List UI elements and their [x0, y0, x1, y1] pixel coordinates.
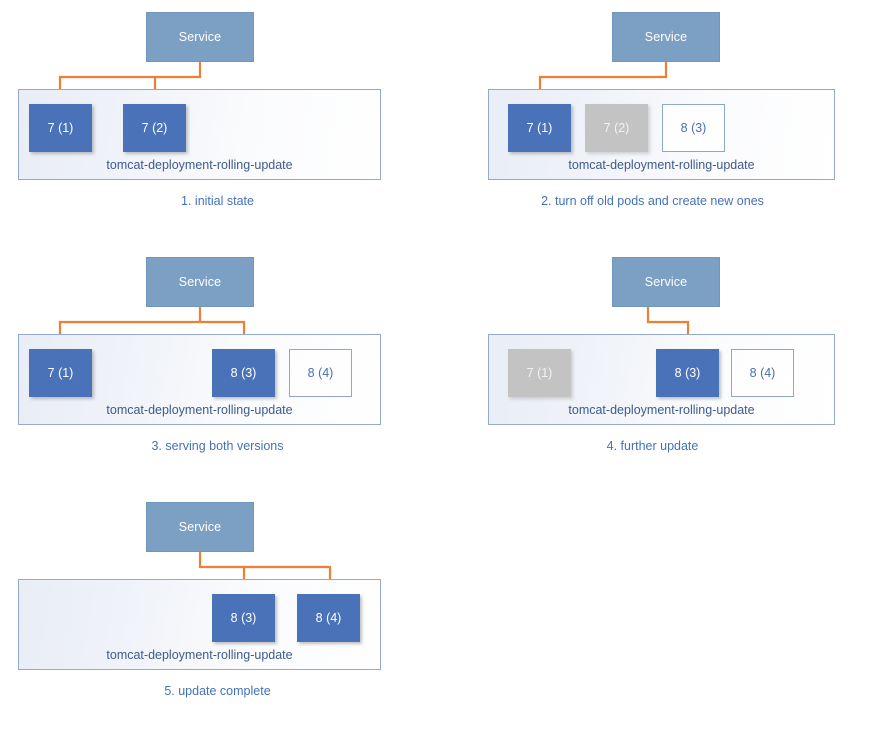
pod-7-2[interactable]: 7 (2): [585, 104, 648, 152]
pod-label: 8 (4): [307, 365, 334, 380]
panel-caption: 5. update complete: [164, 684, 271, 698]
pod-label: 8 (4): [315, 610, 342, 625]
service-label: Service: [178, 29, 222, 44]
pod-label: 7 (1): [526, 365, 553, 380]
panel-further-update: Service tomcat-deployment-rolling-update…: [435, 245, 870, 485]
pod-7-1[interactable]: 7 (1): [29, 349, 92, 397]
panel-serving-both-versions: Service tomcat-deployment-rolling-update…: [0, 245, 435, 485]
pod-8-4[interactable]: 8 (4): [731, 349, 794, 397]
service-label: Service: [644, 274, 688, 289]
pod-8-3[interactable]: 8 (3): [212, 594, 275, 642]
pod-label: 7 (1): [526, 120, 553, 135]
service-label: Service: [178, 519, 222, 534]
deployment-label: tomcat-deployment-rolling-update: [106, 158, 293, 172]
deployment-label: tomcat-deployment-rolling-update: [568, 403, 755, 417]
panel-caption: 4. further update: [606, 439, 699, 453]
pod-label: 7 (1): [47, 365, 74, 380]
pod-label: 8 (3): [230, 365, 257, 380]
service-box[interactable]: Service: [612, 12, 720, 62]
pod-7-1[interactable]: 7 (1): [508, 104, 571, 152]
pod-8-3[interactable]: 8 (3): [212, 349, 275, 397]
deployment-label: tomcat-deployment-rolling-update: [106, 648, 293, 662]
pod-7-1[interactable]: 7 (1): [29, 104, 92, 152]
panel-update-complete: Service tomcat-deployment-rolling-update…: [0, 490, 435, 730]
pod-label: 7 (1): [47, 120, 74, 135]
pod-label: 8 (4): [749, 365, 776, 380]
pod-7-1[interactable]: 7 (1): [508, 349, 571, 397]
pod-label: 8 (3): [230, 610, 257, 625]
service-box[interactable]: Service: [146, 12, 254, 62]
deployment-label: tomcat-deployment-rolling-update: [106, 403, 293, 417]
pod-8-3[interactable]: 8 (3): [662, 104, 725, 152]
pod-label: 8 (3): [674, 365, 701, 380]
service-box[interactable]: Service: [612, 257, 720, 307]
service-box[interactable]: Service: [146, 257, 254, 307]
service-label: Service: [644, 29, 688, 44]
pod-8-3[interactable]: 8 (3): [656, 349, 719, 397]
panel-initial-state: Service tomcat-deployment-rolling-update…: [0, 0, 435, 240]
panel-caption: 1. initial state: [181, 194, 254, 208]
pod-8-4[interactable]: 8 (4): [297, 594, 360, 642]
service-box[interactable]: Service: [146, 502, 254, 552]
pod-label: 8 (3): [680, 120, 707, 135]
panel-turn-off-old-pods: Service tomcat-deployment-rolling-update…: [435, 0, 870, 240]
pod-7-2[interactable]: 7 (2): [123, 104, 186, 152]
pod-label: 7 (2): [603, 120, 630, 135]
deployment-label: tomcat-deployment-rolling-update: [568, 158, 755, 172]
panel-caption: 2. turn off old pods and create new ones: [541, 194, 764, 208]
pod-8-4[interactable]: 8 (4): [289, 349, 352, 397]
panel-caption: 3. serving both versions: [151, 439, 284, 453]
pod-label: 7 (2): [141, 120, 168, 135]
service-label: Service: [178, 274, 222, 289]
